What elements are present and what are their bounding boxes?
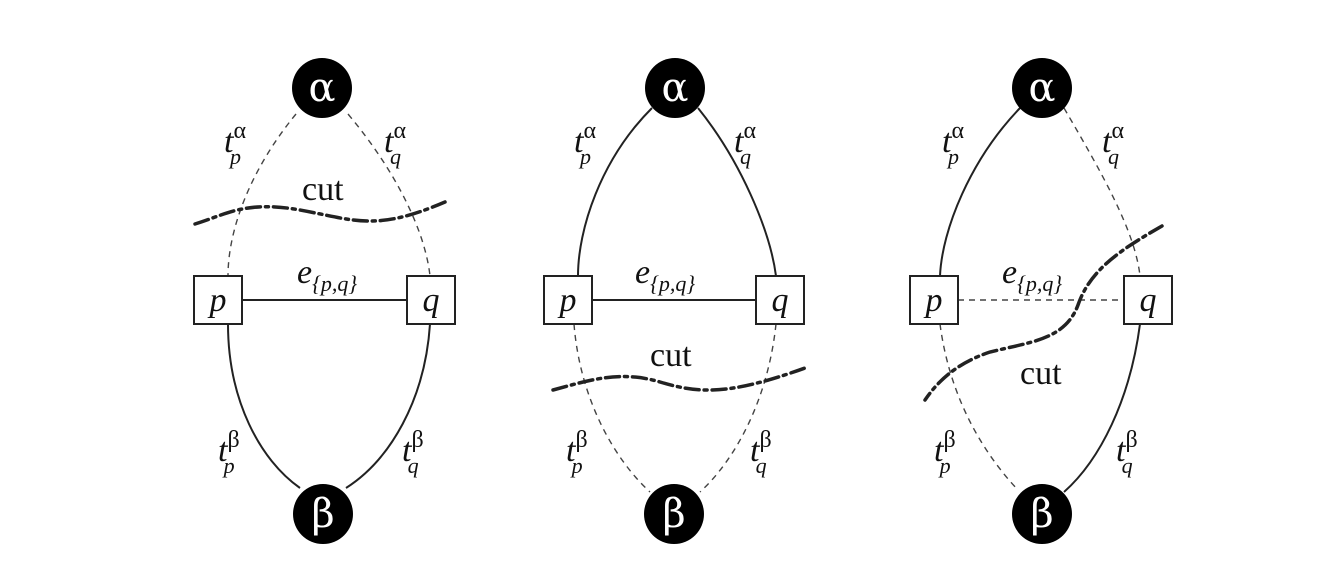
sink-label: β bbox=[1030, 491, 1053, 537]
cut-label: cut bbox=[302, 171, 344, 208]
edge-t-q-beta bbox=[345, 323, 431, 489]
edge-t-q-alpha bbox=[347, 113, 431, 277]
node-q-label: q bbox=[772, 282, 789, 319]
sink-label: β bbox=[311, 491, 334, 537]
edge-t-q-beta bbox=[1063, 323, 1141, 493]
node-q bbox=[406, 275, 456, 325]
edge-t-p-beta bbox=[227, 323, 301, 489]
edge-t-q-alpha bbox=[1063, 107, 1141, 277]
source-label: α bbox=[308, 65, 335, 111]
node-p bbox=[543, 275, 593, 325]
cut-label: cut bbox=[1020, 355, 1062, 392]
sink-node-beta bbox=[1012, 484, 1072, 544]
source-label: α bbox=[1028, 65, 1055, 111]
source-node-alpha bbox=[645, 58, 705, 118]
cut-label: cut bbox=[650, 337, 692, 374]
node-p bbox=[909, 275, 959, 325]
label-e-pq: e{p,q} bbox=[297, 254, 357, 296]
cut-line bbox=[923, 224, 1164, 402]
source-label: α bbox=[661, 65, 688, 111]
source-node-alpha bbox=[1012, 58, 1072, 118]
node-p-label: p bbox=[558, 282, 577, 319]
node-q bbox=[755, 275, 805, 325]
edge-t-p-alpha bbox=[227, 113, 297, 277]
sink-node-beta bbox=[293, 484, 353, 544]
edge-t-q-alpha bbox=[697, 107, 777, 277]
edge-t-p-beta bbox=[573, 323, 651, 493]
label-e-pq: e{p,q} bbox=[635, 254, 695, 296]
node-p-label: p bbox=[208, 282, 227, 319]
cut-line bbox=[193, 200, 447, 226]
sink-node-beta bbox=[644, 484, 704, 544]
node-p bbox=[193, 275, 243, 325]
edge-t-p-alpha bbox=[939, 107, 1021, 277]
node-p-label: p bbox=[924, 282, 943, 319]
edge-t-p-beta bbox=[939, 323, 1019, 491]
label-e-pq: e{p,q} bbox=[1002, 254, 1062, 296]
edge-t-p-alpha bbox=[577, 107, 653, 277]
node-q bbox=[1123, 275, 1173, 325]
node-q-label: q bbox=[423, 282, 440, 319]
node-q-label: q bbox=[1140, 282, 1157, 319]
source-node-alpha bbox=[292, 58, 352, 118]
sink-label: β bbox=[662, 491, 685, 537]
edge-t-q-beta bbox=[699, 323, 777, 493]
cut-line bbox=[551, 366, 807, 392]
